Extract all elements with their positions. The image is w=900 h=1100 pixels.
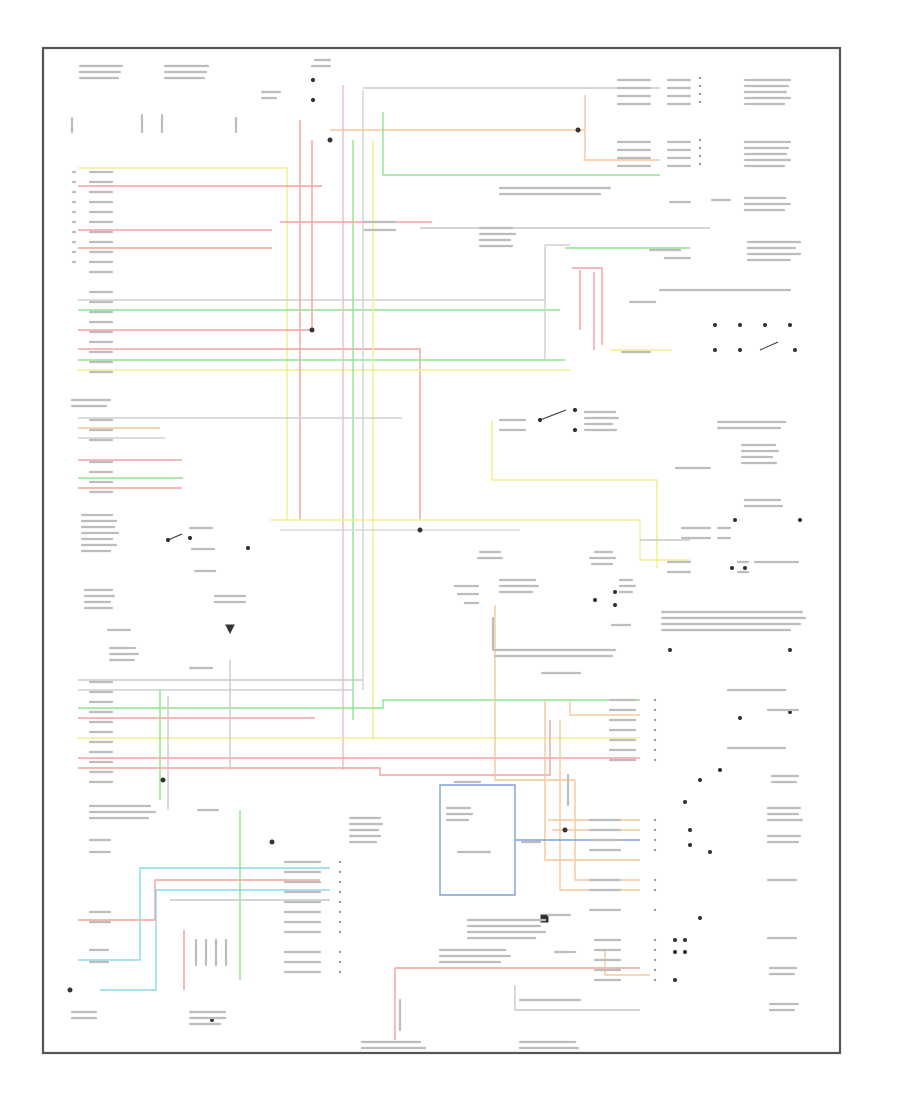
wire-gray-b1 (514, 985, 640, 1011)
diagram-border (41, 46, 842, 1055)
wire-green-top (382, 112, 660, 176)
wire-yellow-top (78, 167, 288, 520)
wire-red-mid (572, 267, 603, 345)
connector-pins (338, 76, 702, 982)
wire-orange-b3 (559, 720, 640, 891)
wire-cyan-l1 (78, 867, 330, 961)
splice-dot (269, 839, 275, 845)
wire-red-l4 (78, 879, 320, 921)
wire-orange-b2 (544, 700, 640, 861)
wires (78, 85, 710, 1040)
wire-orange-top (330, 95, 586, 131)
wire-green-l1 (78, 699, 640, 709)
wire-orange-b4 (604, 950, 650, 976)
splice-dot (562, 827, 568, 833)
splice-dot (575, 127, 581, 133)
wire-gray-1 (78, 244, 570, 301)
label-marks (70, 58, 807, 1050)
splice-dot (417, 527, 423, 533)
wire-orange-top2 (584, 130, 660, 161)
splice-dot (160, 777, 166, 783)
wire-yellow-cross (270, 519, 690, 561)
component-symbols (67, 77, 802, 1022)
wire-cyan-l2 (100, 889, 330, 991)
wire-blue-b1 (439, 784, 516, 896)
wire-red-l3 (78, 720, 551, 776)
wire-yellow-trans (491, 420, 658, 568)
wire-orange-b5 (569, 700, 640, 716)
splice-dot (309, 327, 315, 333)
splice-dot (327, 137, 333, 143)
wire-orange-b1 (494, 605, 640, 881)
wire-red-5 (78, 348, 421, 520)
